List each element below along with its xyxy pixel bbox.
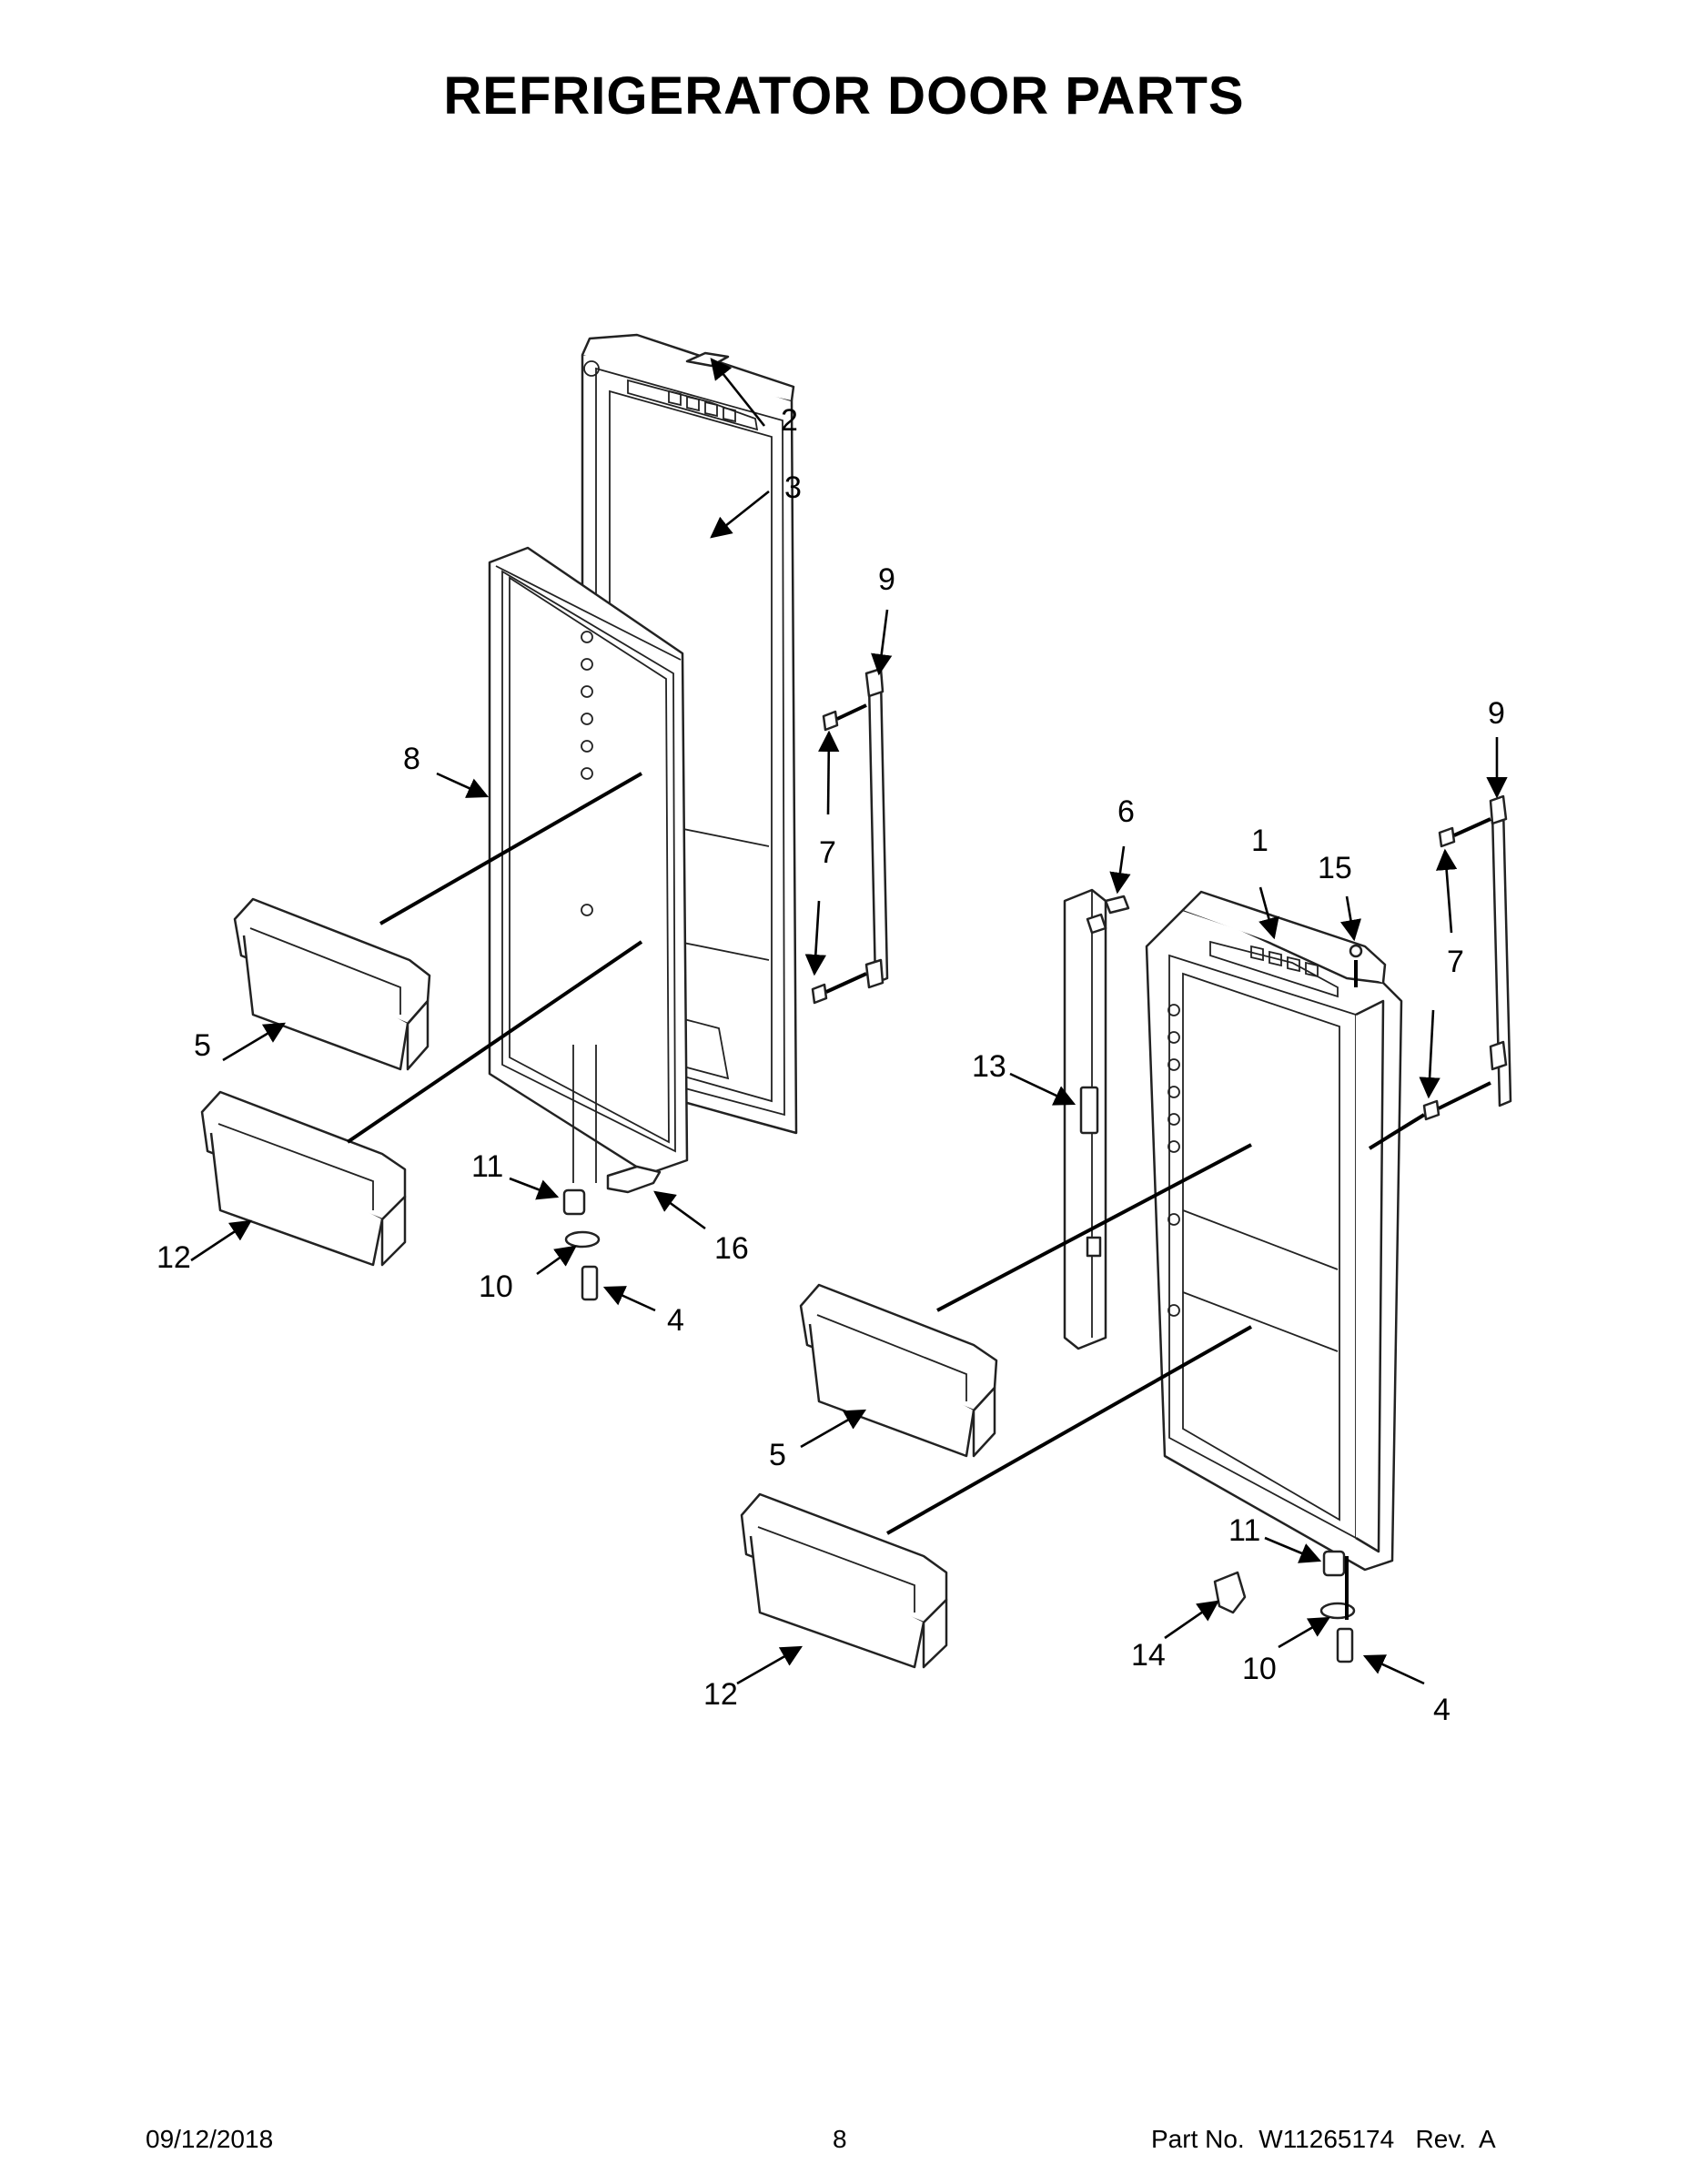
- callout-right-6: 6: [1117, 794, 1135, 829]
- left-screws-7: [811, 703, 867, 1005]
- footer-date: 09/12/2018: [146, 2125, 274, 2153]
- left-cap-part-2: [685, 351, 730, 368]
- callout-left-7: 7: [819, 835, 836, 870]
- callout-left-10: 10: [479, 1269, 513, 1304]
- left-leader-bin12: [346, 940, 643, 1144]
- right-screw-15: [1349, 944, 1363, 958]
- right-trim-strip-9: [1489, 794, 1512, 1107]
- right-hinge-parts: [1213, 1550, 1356, 1663]
- callout-right-14: 14: [1131, 1638, 1166, 1673]
- left-door-assembly: [200, 333, 889, 1301]
- callout-right-7: 7: [1447, 945, 1464, 979]
- right-leader-bin5: [936, 1143, 1252, 1312]
- callout-left-8: 8: [403, 742, 420, 776]
- right-screw-6: [1104, 895, 1130, 915]
- callout-right-4: 4: [1433, 1693, 1450, 1727]
- callout-right-1: 1: [1251, 824, 1269, 858]
- callout-left-16: 16: [714, 1231, 749, 1266]
- right-door-bin-12: [740, 1492, 948, 1669]
- left-liner-bumps: [581, 631, 593, 916]
- callout-right-9: 9: [1488, 696, 1505, 731]
- callout-right-12: 12: [703, 1677, 738, 1712]
- callout-right-15: 15: [1318, 851, 1352, 885]
- callout-left-11: 11: [471, 1149, 503, 1184]
- callout-left-9: 9: [878, 562, 895, 597]
- right-leader-bin12: [886, 1325, 1252, 1535]
- left-door-gasket: [488, 546, 689, 1176]
- callout-right-5: 5: [769, 1438, 786, 1472]
- page-title: REFRIGERATOR DOOR PARTS: [443, 66, 1245, 126]
- callout-left-4: 4: [667, 1303, 684, 1338]
- right-door-assembly: [740, 794, 1512, 1669]
- right-mullion-13: [1063, 888, 1107, 1350]
- callout-left-3: 3: [784, 470, 802, 505]
- callout-left-5: 5: [194, 1028, 211, 1063]
- callout-right-10: 10: [1242, 1652, 1277, 1686]
- footer-part-number: Part No. W11265174 Rev. A: [1151, 2125, 1496, 2153]
- left-trim-strip-9: [864, 667, 889, 989]
- callout-labels: 2 3 8 9 7 5 12 11 16 10 4 6 1 15 9 7 13 …: [157, 403, 1505, 1727]
- callout-left-2: 2: [781, 403, 798, 438]
- left-leader-bin5: [379, 772, 642, 925]
- left-door-bin-12: [200, 1090, 407, 1267]
- callout-arrows: [190, 358, 1508, 1685]
- right-door-part-1: [1145, 890, 1403, 1572]
- callout-right-13: 13: [972, 1049, 1006, 1084]
- callout-right-11: 11: [1228, 1513, 1260, 1548]
- left-door-bin-5: [233, 897, 431, 1071]
- right-screws-7: [1422, 817, 1491, 1121]
- callout-left-12: 12: [157, 1240, 191, 1275]
- footer-page-number: 8: [833, 2125, 847, 2153]
- right-door-bin-5: [799, 1283, 998, 1458]
- right-liner-bumps: [1167, 1004, 1180, 1317]
- right-leader-door-to-screw: [1368, 1113, 1426, 1150]
- left-hinge-parts: [562, 1045, 662, 1301]
